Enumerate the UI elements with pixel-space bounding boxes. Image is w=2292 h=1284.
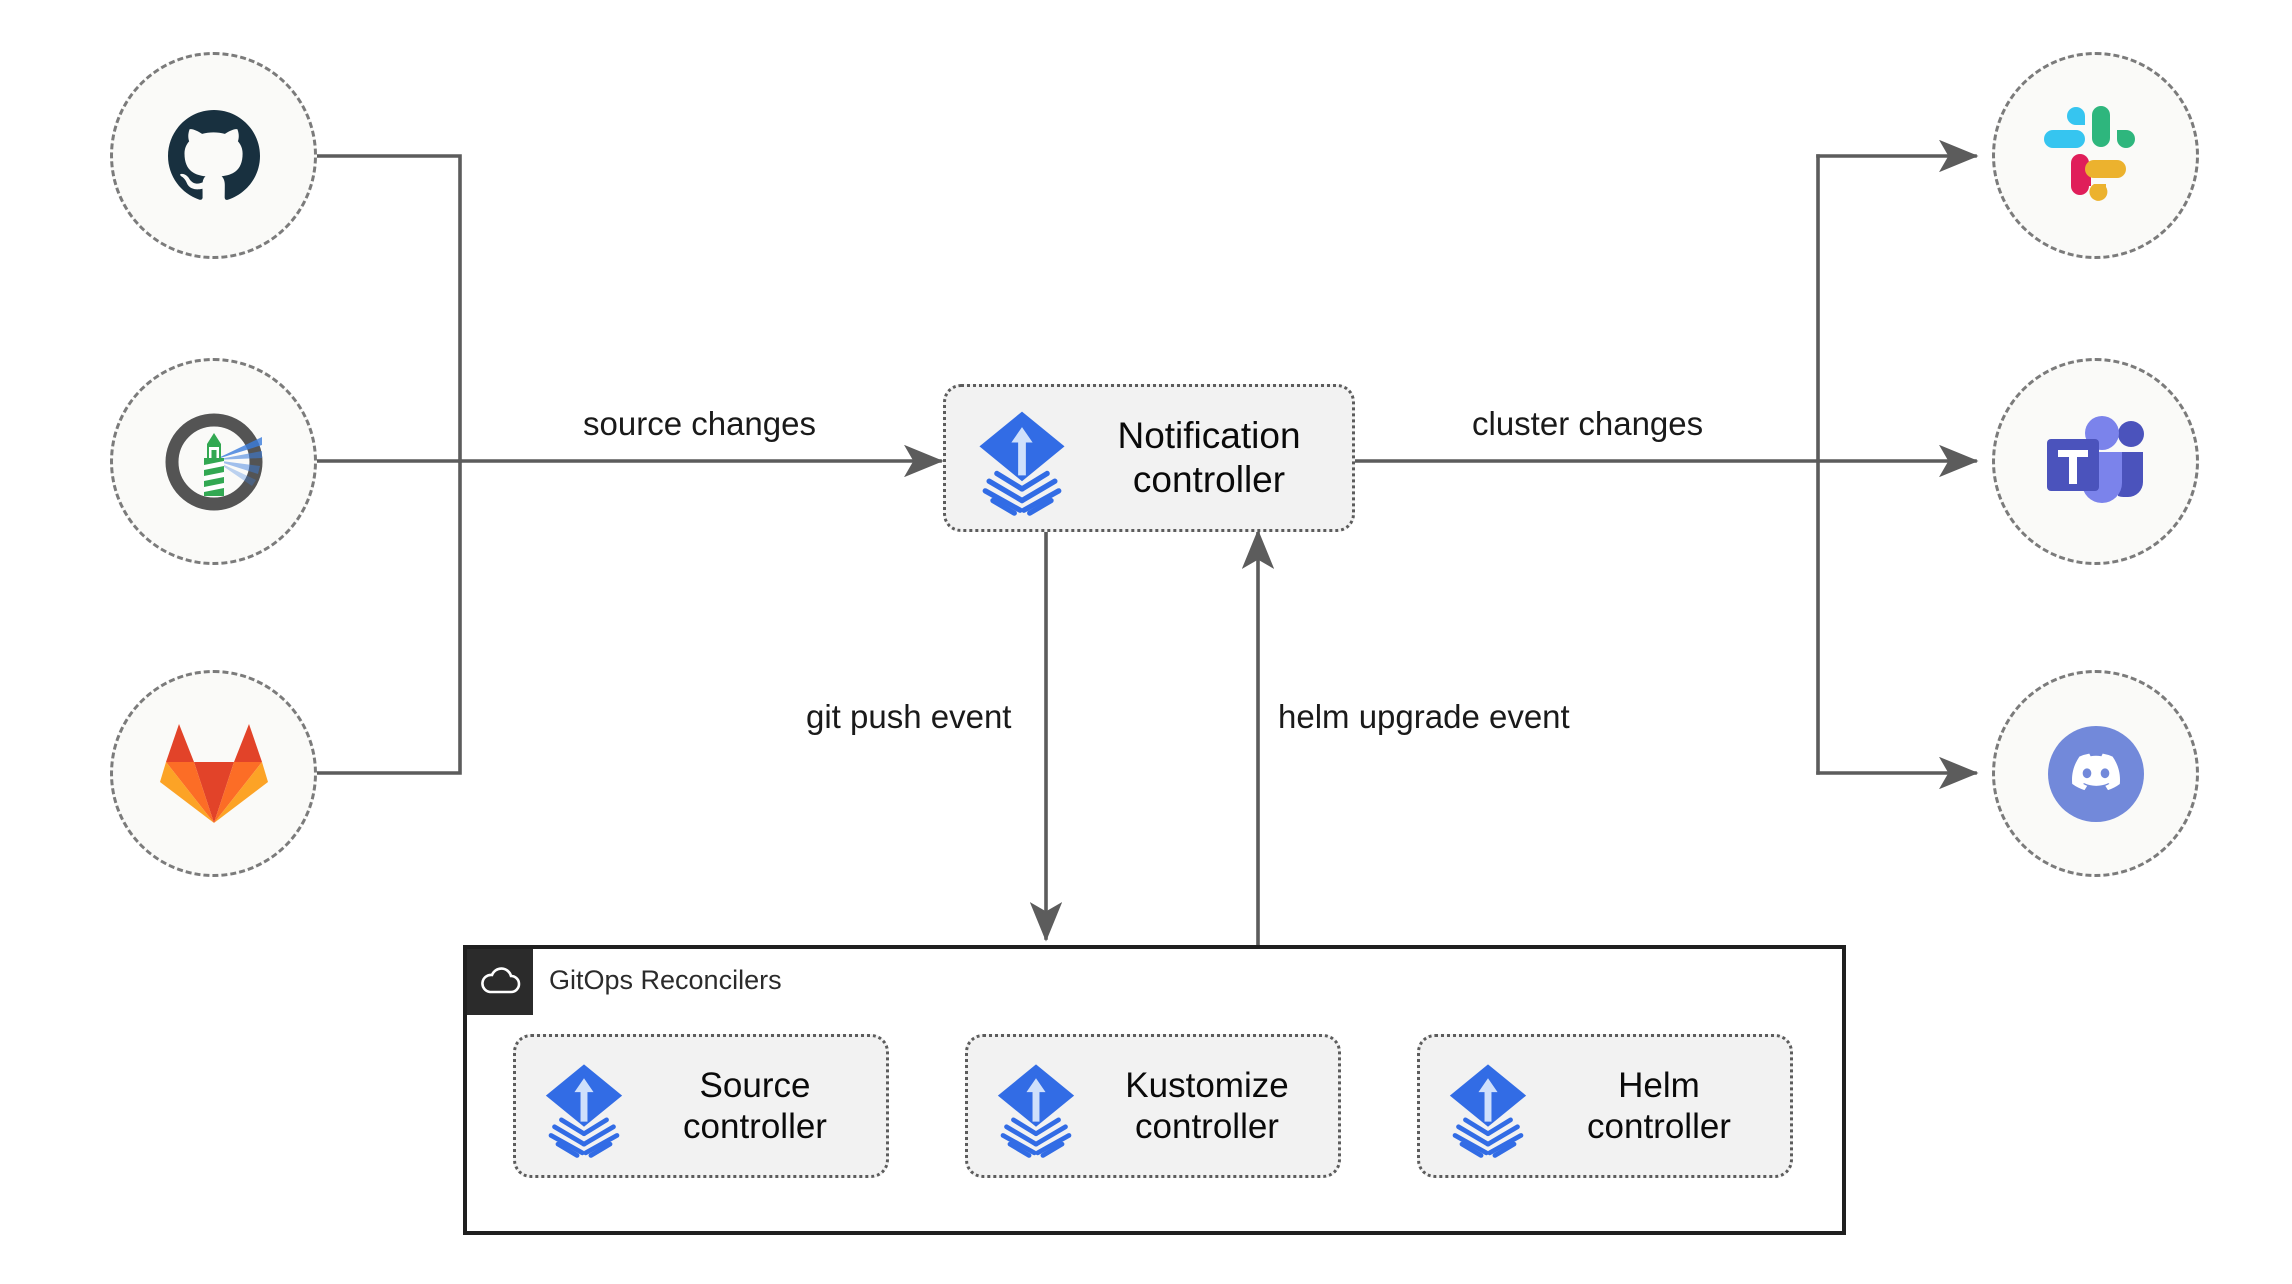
edge-label-helm-upgrade-event: helm upgrade event bbox=[1278, 698, 1570, 735]
target-node-slack[interactable] bbox=[1992, 52, 2199, 259]
source-node-flux[interactable] bbox=[110, 358, 317, 565]
helm-controller-label: Helm controller bbox=[1587, 1065, 1731, 1146]
cloud-icon bbox=[467, 949, 533, 1015]
source-controller-label: Source controller bbox=[683, 1065, 827, 1146]
target-node-teams[interactable] bbox=[1992, 358, 2199, 565]
edge-label-git-push-event: git push event bbox=[806, 698, 1012, 735]
helm-controller-box[interactable]: Helm controller bbox=[1417, 1034, 1793, 1178]
notification-controller-box[interactable]: Notification controller bbox=[943, 384, 1355, 532]
flux-cd-icon bbox=[532, 1054, 636, 1158]
discord-icon bbox=[2047, 725, 2144, 822]
gitlab-icon bbox=[159, 723, 268, 823]
source-controller-box[interactable]: Source controller bbox=[513, 1034, 889, 1178]
github-icon bbox=[167, 109, 260, 200]
flux-cd-icon bbox=[964, 400, 1080, 516]
slack-icon bbox=[2043, 105, 2135, 201]
edge-notification-to-targets bbox=[1353, 139, 1979, 790]
source-node-github[interactable] bbox=[110, 52, 317, 259]
flux-cd-icon bbox=[984, 1054, 1088, 1158]
edge-label-cluster-changes: cluster changes bbox=[1472, 405, 1704, 442]
source-node-gitlab[interactable] bbox=[110, 670, 317, 877]
edge-sources-to-notification bbox=[311, 154, 944, 775]
gitops-reconcilers-title: GitOps Reconcilers bbox=[549, 965, 782, 995]
notification-controller-label: Notification controller bbox=[1117, 415, 1301, 500]
kustomize-controller-label: Kustomize controller bbox=[1125, 1065, 1289, 1146]
target-node-discord[interactable] bbox=[1992, 670, 2199, 877]
flux-cd-icon bbox=[1436, 1054, 1540, 1158]
ms-teams-icon bbox=[2046, 415, 2144, 503]
kustomize-controller-box[interactable]: Kustomize controller bbox=[965, 1034, 1341, 1178]
flux-lighthouse-icon bbox=[165, 413, 262, 510]
edge-label-source-changes: source changes bbox=[583, 405, 816, 442]
